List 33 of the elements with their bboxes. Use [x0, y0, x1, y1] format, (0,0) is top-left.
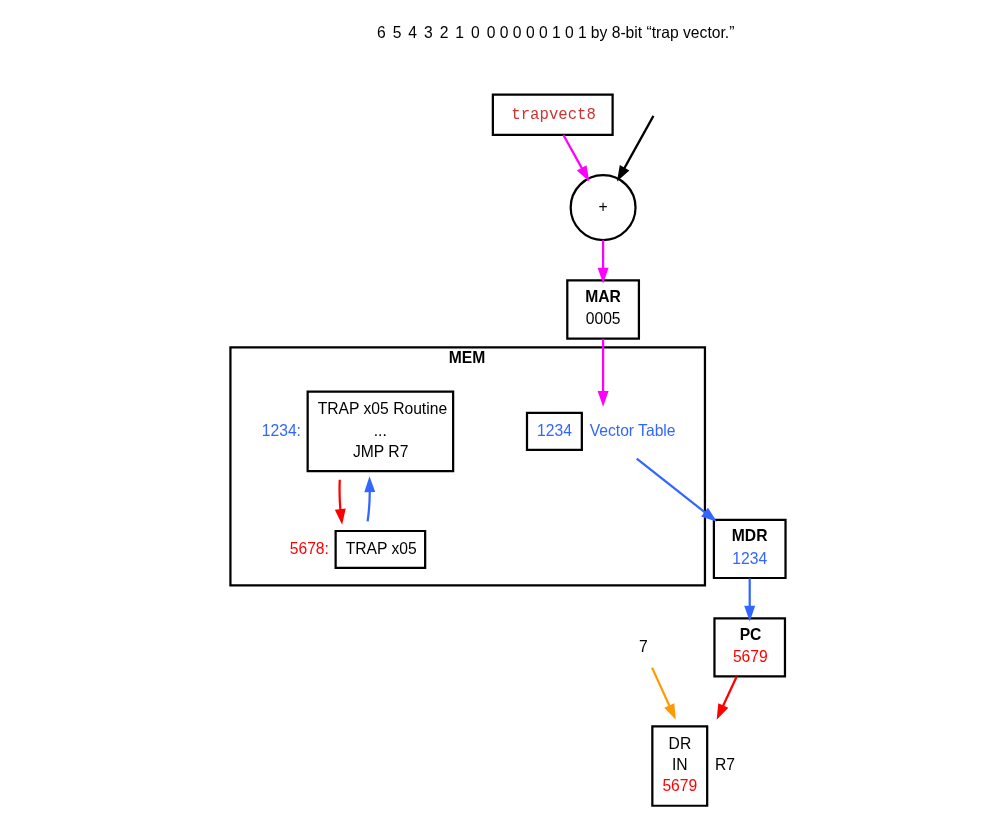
label: 0 0 0 0 0 1 0 1	[486, 24, 587, 42]
node-box: MAR 0005	[565, 279, 640, 340]
arrow	[363, 476, 375, 522]
arrow	[597, 338, 609, 407]
label: 1	[454, 24, 464, 42]
node-box: trapvect8	[491, 93, 614, 136]
label: 0	[470, 24, 480, 42]
node-box: MDR 1234	[712, 518, 787, 580]
arrow	[561, 134, 589, 182]
arrow	[616, 115, 654, 182]
node-box: PC 5679	[712, 617, 786, 678]
arrow	[597, 240, 609, 284]
node-label: 5678:	[289, 539, 329, 557]
label: by 8-bit “trap vector.”	[590, 24, 734, 42]
node-text: 7	[638, 638, 648, 656]
node-box: DR IN 5679	[650, 725, 708, 807]
arrow	[743, 578, 755, 622]
node-box: TRAP x05	[334, 529, 426, 570]
node-label: Vector Table	[589, 421, 676, 439]
node-label: R7	[714, 756, 735, 774]
arrow	[334, 479, 346, 525]
arrow	[635, 457, 717, 522]
node-box: TRAP x05 Routine ... JMP R7	[306, 390, 454, 473]
arrow	[716, 676, 738, 720]
label: 2	[439, 24, 448, 42]
label: 3	[423, 24, 433, 42]
arrow	[650, 667, 676, 720]
label: 5	[392, 24, 401, 42]
label: 4	[407, 24, 417, 42]
label: 6	[376, 24, 386, 42]
node-circle: +	[569, 174, 637, 242]
node-label: 1234:	[261, 421, 301, 439]
node-box: 1234	[525, 411, 583, 451]
